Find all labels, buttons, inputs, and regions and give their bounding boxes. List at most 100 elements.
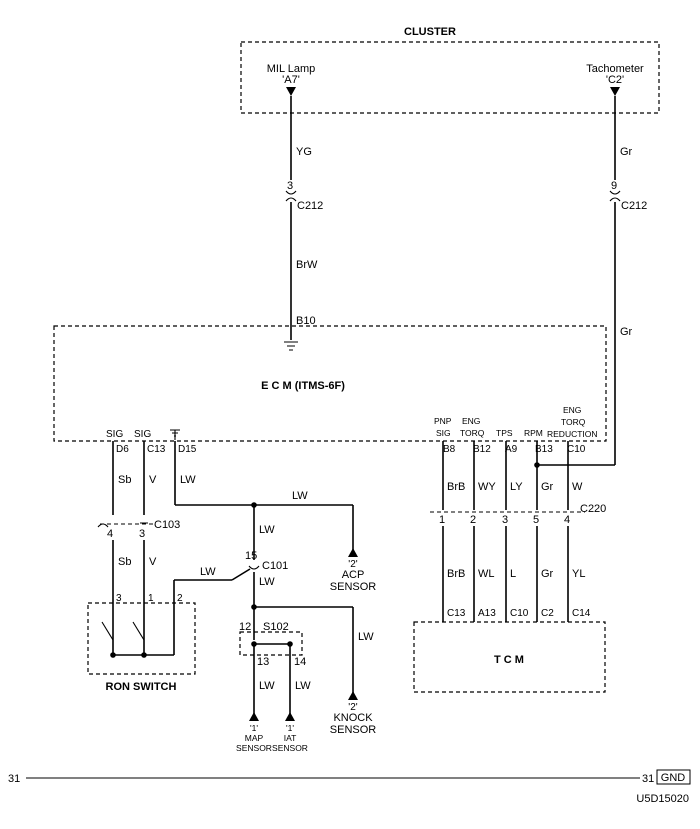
wire-label-lw-s102: LW bbox=[259, 576, 275, 588]
c220-pin-5: 5 bbox=[533, 514, 539, 526]
ecm-title: E C M (ITMS-6F) bbox=[261, 380, 345, 392]
c103-pin-3: 3 bbox=[139, 528, 145, 540]
wire-label-brw: BrW bbox=[296, 259, 318, 271]
ron-pin-2: 2 bbox=[177, 593, 183, 604]
ground-icon bbox=[284, 341, 298, 351]
mil-lamp-pin: 'A7' bbox=[282, 74, 300, 86]
ron-pin-1: 1 bbox=[148, 593, 154, 604]
wire-label-lw-d15: LW bbox=[180, 474, 196, 486]
wire-label-lw-knock: LW bbox=[358, 631, 374, 643]
s102-box bbox=[239, 631, 303, 656]
connector-c212-mil-icon bbox=[285, 190, 297, 202]
wire-label-brb-1: BrB bbox=[447, 481, 465, 493]
connector-c212-tach-icon bbox=[609, 190, 621, 202]
ecm-pin-b12: B12 bbox=[473, 444, 491, 455]
tach-terminal-icon bbox=[610, 87, 620, 96]
ecm-label-reduction: REDUCTION bbox=[547, 429, 598, 439]
c212-label-tach: C212 bbox=[621, 200, 647, 212]
c220-label: C220 bbox=[580, 503, 606, 515]
ron-switch-blade-2 bbox=[132, 621, 145, 641]
wire-label-brb-2: BrB bbox=[447, 568, 465, 580]
iat-pin: '1' bbox=[286, 723, 294, 733]
ecm-pin-a9: A9 bbox=[505, 444, 518, 455]
ron-pin-3: 3 bbox=[116, 593, 122, 604]
ron-switch-title: RON SWITCH bbox=[106, 681, 177, 693]
cluster-box bbox=[240, 41, 660, 114]
ecm-pin-b13: B13 bbox=[535, 444, 553, 455]
ecm-label-torq-1: TORQ bbox=[460, 428, 485, 438]
wire-label-sb-1: Sb bbox=[118, 474, 131, 486]
wire-label-lw-iat: LW bbox=[295, 680, 311, 692]
map-terminal-icon bbox=[249, 712, 259, 721]
c220-pin-1: 1 bbox=[439, 514, 445, 526]
ecm-pin-c13: C13 bbox=[147, 444, 166, 455]
c212-pin-3: 3 bbox=[287, 180, 293, 192]
c101-pin-15: 15 bbox=[245, 550, 257, 562]
map-pin: '1' bbox=[250, 723, 258, 733]
wire-label-gr-b13: Gr bbox=[541, 481, 554, 493]
ecm-box bbox=[53, 325, 607, 442]
map-sensor-label-2: SENSOR bbox=[236, 743, 272, 753]
ecm-sig-1: SIG bbox=[106, 429, 123, 440]
tachometer-label: Tachometer bbox=[586, 63, 644, 75]
ground-bus-left-number: 31 bbox=[8, 773, 20, 785]
acp-sensor-label-1: ACP bbox=[342, 569, 365, 581]
wire-label-l: L bbox=[510, 568, 516, 580]
tcm-title: T C M bbox=[494, 654, 524, 666]
wire-label-lw-ron: LW bbox=[200, 566, 216, 578]
ecm-label-rpm: RPM bbox=[524, 428, 543, 438]
ecm-label-eng-2: ENG bbox=[563, 405, 581, 415]
ecm-label-tps: TPS bbox=[496, 428, 513, 438]
wire-label-yl: YL bbox=[572, 568, 585, 580]
wire-label-gr-top: Gr bbox=[620, 146, 633, 158]
ecm-pin-d6: D6 bbox=[116, 444, 129, 455]
ground-bus-right-number: 31 bbox=[642, 773, 654, 785]
iat-sensor-label-1: IAT bbox=[284, 733, 297, 743]
wire-label-ly: LY bbox=[510, 481, 523, 493]
ecm-pin-b8: B8 bbox=[443, 444, 456, 455]
wire-label-yg: YG bbox=[296, 146, 312, 158]
wire-label-sb-2: Sb bbox=[118, 556, 131, 568]
ecm-ground-icon bbox=[170, 429, 180, 440]
diagram-code: U5D15020 bbox=[636, 793, 689, 805]
c220-pin-4: 4 bbox=[564, 514, 570, 526]
ron-node-2 bbox=[141, 652, 147, 658]
iat-sensor-label-2: SENSOR bbox=[272, 743, 308, 753]
mil-lamp-label: MIL Lamp bbox=[267, 63, 316, 75]
wire-lw-c101-ron bbox=[231, 568, 251, 581]
ron-node-1 bbox=[110, 652, 116, 658]
wire-label-wy: WY bbox=[478, 481, 496, 493]
s102-label: S102 bbox=[263, 621, 289, 633]
gnd-badge bbox=[656, 769, 691, 785]
tcm-box bbox=[413, 621, 606, 693]
wire-label-lw-mid: LW bbox=[259, 524, 275, 536]
ecm-label-torq-2: TORQ bbox=[561, 417, 586, 427]
gnd-label: GND bbox=[661, 772, 686, 784]
knock-sensor-label-1: KNOCK bbox=[333, 712, 373, 724]
wire-label-wl: WL bbox=[478, 568, 495, 580]
acp-terminal-icon bbox=[348, 548, 358, 557]
ron-switch-blade-1 bbox=[101, 621, 114, 641]
ecm-pin-b10: B10 bbox=[296, 315, 316, 327]
ecm-pin-d15: D15 bbox=[178, 444, 197, 455]
c212-pin-9: 9 bbox=[611, 180, 617, 192]
c103-pin-4: 4 bbox=[107, 528, 113, 540]
iat-terminal-icon bbox=[285, 712, 295, 721]
wire-label-v-1: V bbox=[149, 474, 157, 486]
c220-pin-2: 2 bbox=[470, 514, 476, 526]
knock-terminal-icon bbox=[348, 691, 358, 700]
ecm-label-pnp: PNP bbox=[434, 416, 452, 426]
mil-terminal-icon bbox=[286, 87, 296, 96]
s102-pin-14: 14 bbox=[294, 656, 306, 668]
wire-label-v-2: V bbox=[149, 556, 157, 568]
s102-pin-13: 13 bbox=[257, 656, 269, 668]
connector-c101-icon bbox=[248, 565, 260, 570]
tachometer-pin: 'C2' bbox=[606, 74, 624, 86]
tcm-pin-c10: C10 bbox=[510, 608, 529, 619]
ecm-pin-c10: C10 bbox=[567, 444, 586, 455]
tcm-pin-c2: C2 bbox=[541, 608, 554, 619]
ecm-sig-2: SIG bbox=[134, 429, 151, 440]
wire-label-w: W bbox=[572, 481, 583, 493]
c103-label: C103 bbox=[154, 519, 180, 531]
